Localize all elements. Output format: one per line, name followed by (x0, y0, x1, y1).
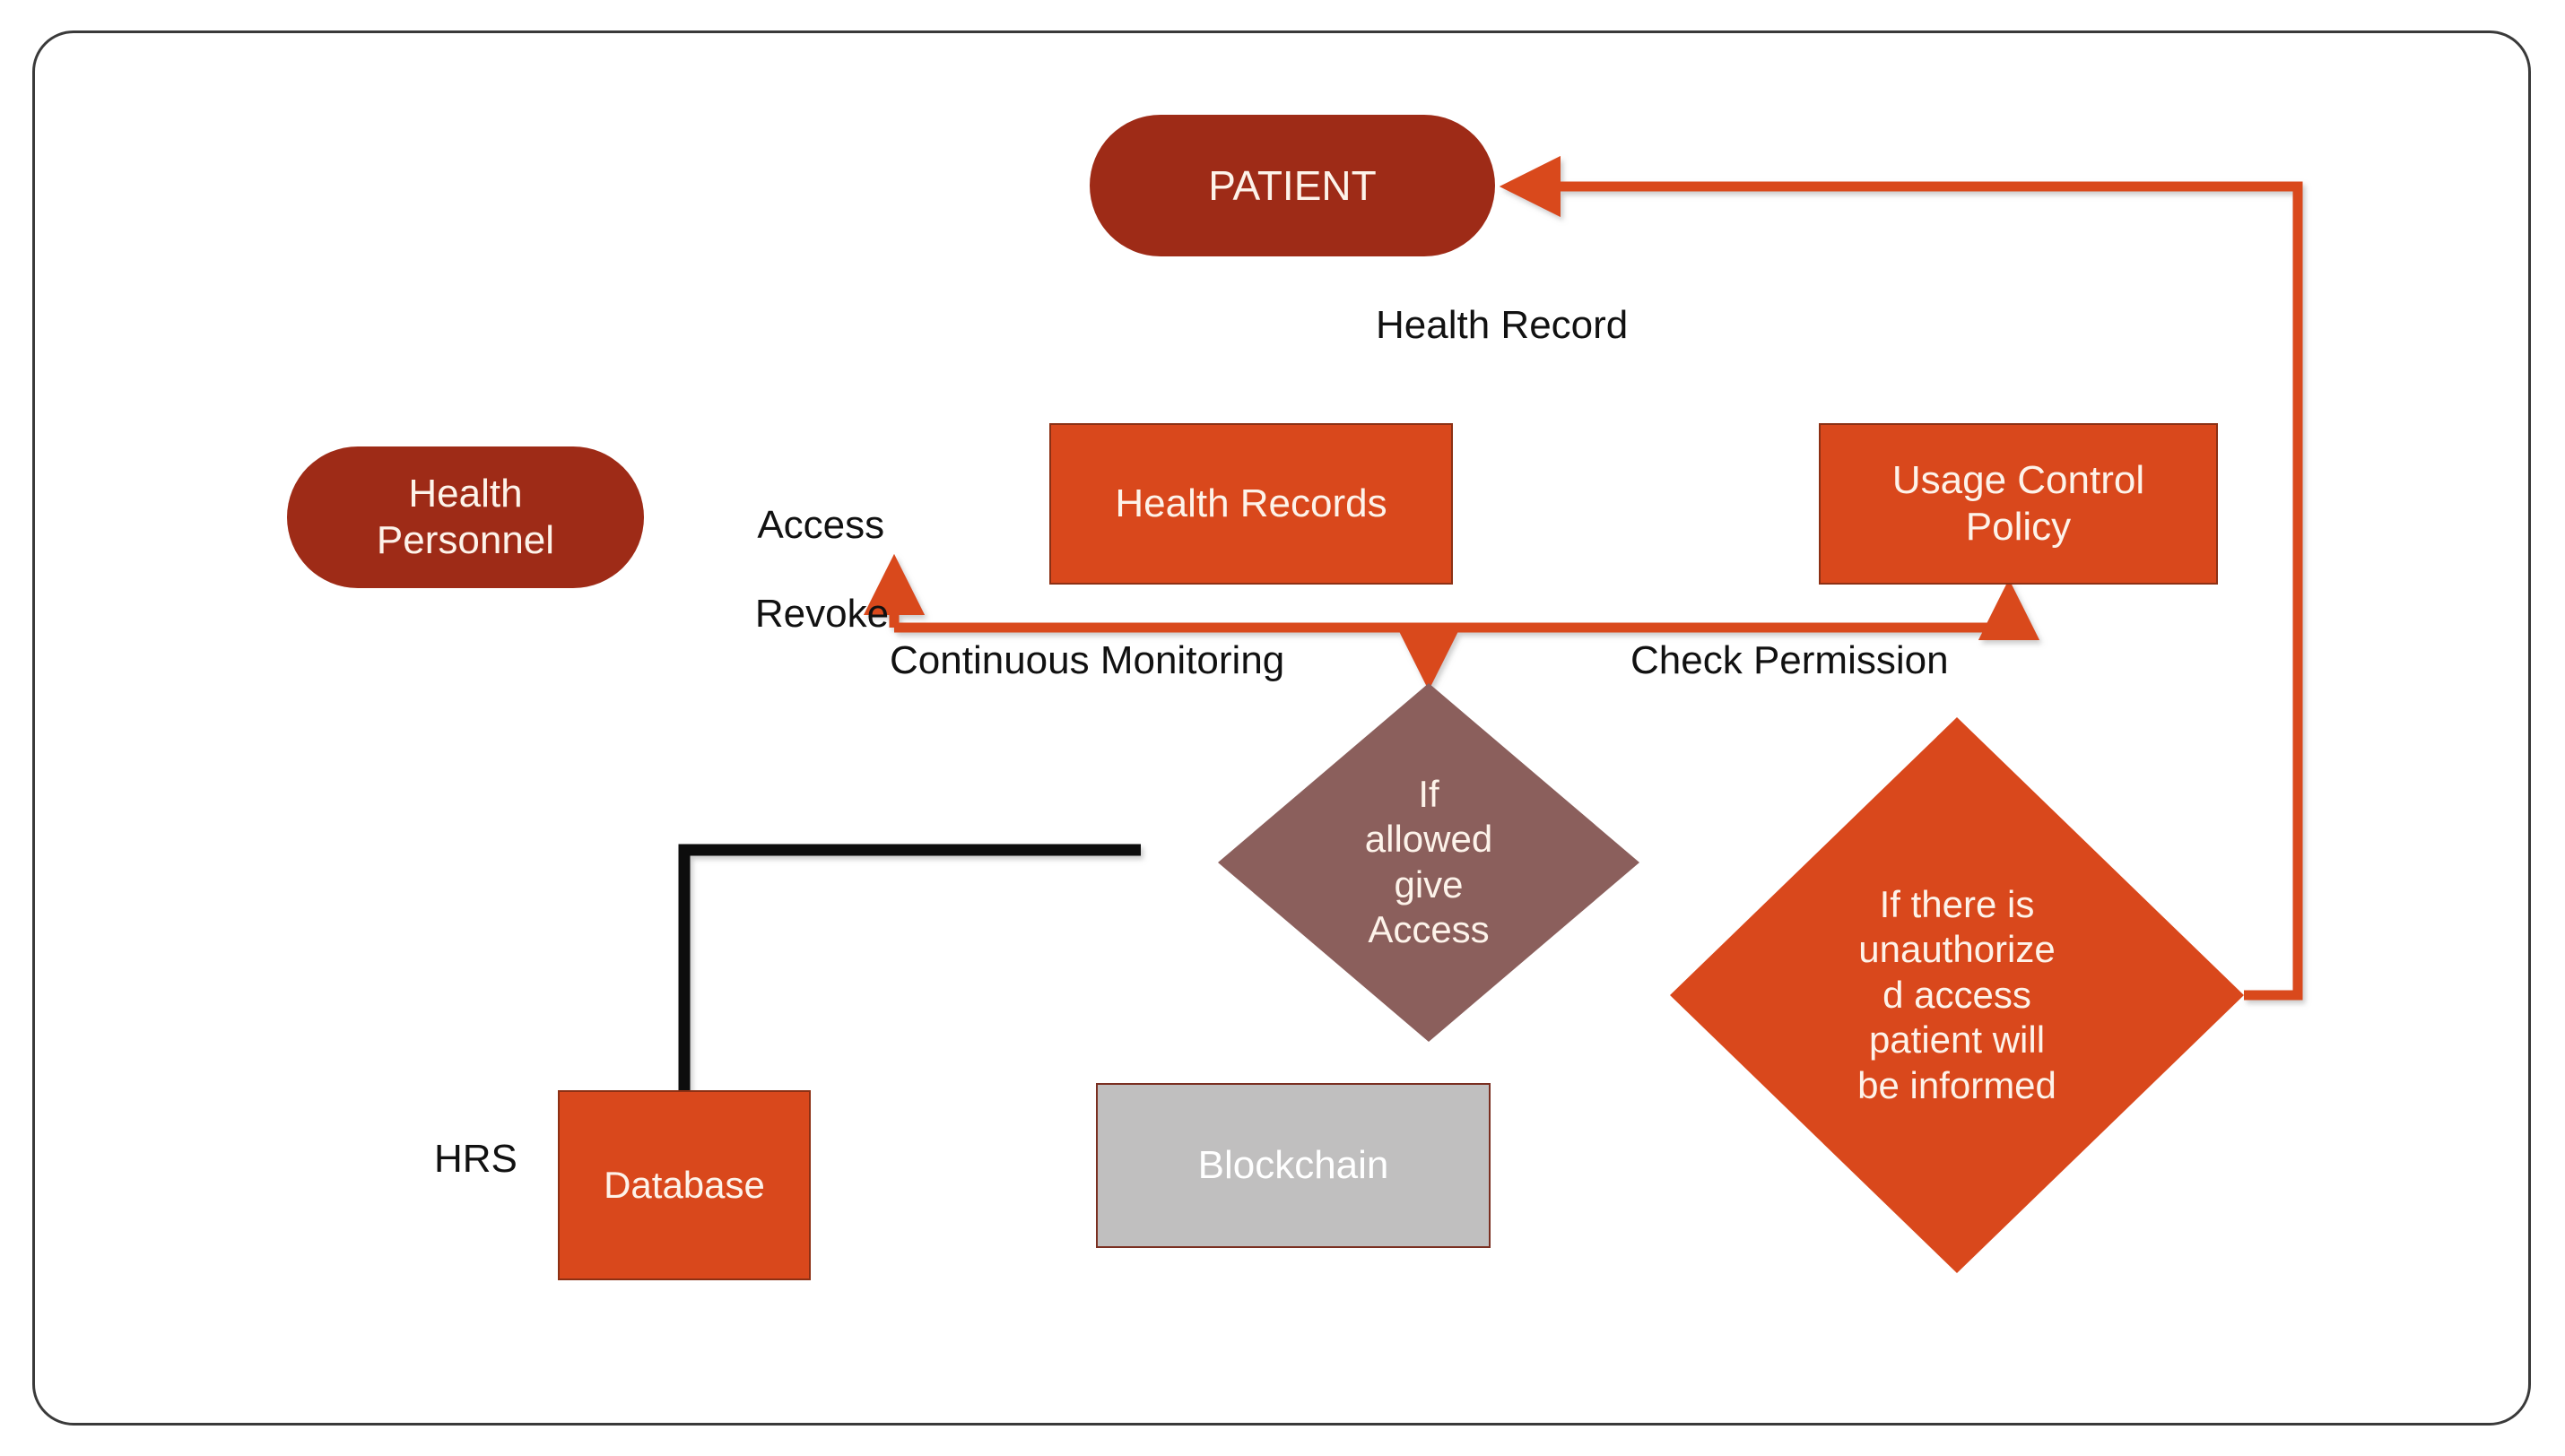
node-if-unauthorized-access-label: If there is unauthorize d access patient… (1779, 882, 2135, 1108)
if-allowed-line3: give (1394, 863, 1464, 906)
node-blockchain[interactable]: Blockchain (1096, 1083, 1491, 1248)
node-if-allowed-give-access-label: If allowed give Access (1307, 772, 1552, 953)
node-health-personnel[interactable]: Health Personnel (287, 446, 644, 588)
edge-label-continuous-monitoring: Continuous Monitoring (890, 638, 1285, 682)
edge-label-check-permission: Check Permission (1630, 638, 1949, 682)
if-unauth-line1: If there is (1879, 883, 2035, 926)
if-unauth-line4: patient will (1868, 1018, 2046, 1062)
node-health-records-label: Health Records (1115, 481, 1387, 526)
if-allowed-line1: If (1418, 773, 1439, 816)
node-blockchain-label: Blockchain (1197, 1143, 1389, 1188)
node-patient-label: PATIENT (1208, 161, 1377, 209)
edge-label-revoke: Revoke (754, 591, 890, 636)
node-database-label: Database (604, 1164, 765, 1207)
if-unauth-line2: unauthorize (1858, 928, 2056, 971)
node-usage-control-policy-line1: Usage Control (1891, 458, 2145, 503)
edge-label-hrs: HRS (434, 1137, 517, 1181)
edge-label-access-revoke: Access Revoke (701, 459, 899, 680)
if-allowed-line2: allowed (1364, 818, 1493, 861)
node-health-personnel-line2: Personnel (376, 518, 555, 562)
node-if-unauthorized-access[interactable]: If there is unauthorize d access patient… (1670, 717, 2244, 1273)
node-usage-control-policy-label: Usage Control Policy (1892, 457, 2144, 550)
node-database[interactable]: Database (558, 1090, 811, 1280)
node-health-personnel-line1: Health (408, 472, 523, 516)
if-unauth-line3: d access (1882, 973, 2031, 1016)
node-usage-control-policy[interactable]: Usage Control Policy (1819, 423, 2218, 585)
edge-label-access: Access (757, 503, 885, 548)
node-health-records[interactable]: Health Records (1049, 423, 1453, 585)
node-usage-control-policy-line2: Policy (1965, 505, 2072, 549)
edge-label-health-record: Health Record (1376, 303, 1629, 347)
if-unauth-line5: be informed (1857, 1063, 2056, 1106)
node-if-allowed-give-access[interactable]: If allowed give Access (1218, 683, 1639, 1042)
node-patient[interactable]: PATIENT (1090, 115, 1495, 256)
node-health-personnel-label: Health Personnel (377, 471, 554, 564)
if-allowed-line4: Access (1368, 908, 1490, 951)
